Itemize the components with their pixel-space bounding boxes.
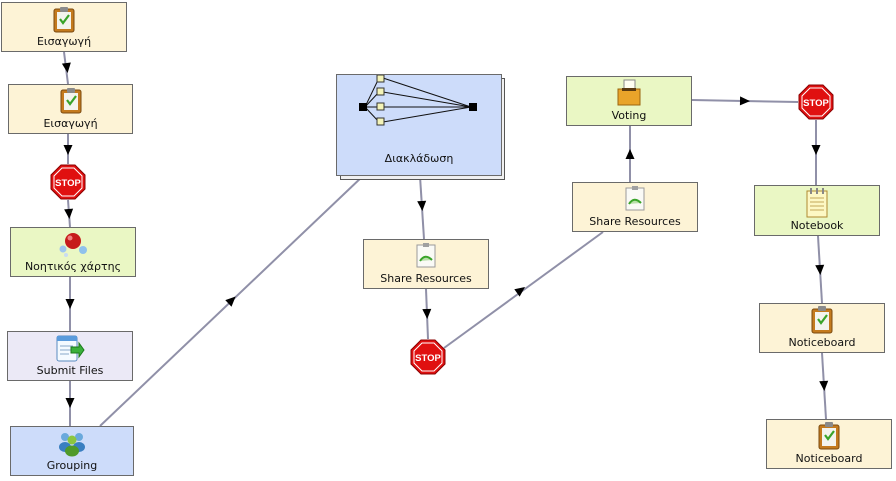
arrowhead xyxy=(422,308,432,319)
activity-label: Noticeboard xyxy=(795,452,863,465)
arrowhead xyxy=(63,145,73,155)
branching-icon xyxy=(357,74,481,134)
edge-voting-stop3 xyxy=(691,96,799,106)
arrowhead xyxy=(815,264,825,275)
activity-share-resources-1[interactable]: Share Resources xyxy=(363,239,489,289)
activity-branching[interactable]: Διακλάδωση xyxy=(336,74,502,176)
arrowhead xyxy=(739,96,750,106)
activity-label: Noticeboard xyxy=(788,336,856,349)
arrowhead xyxy=(225,296,236,307)
activity-noticeboard-1[interactable]: Noticeboard xyxy=(759,303,885,353)
arrowhead xyxy=(65,299,75,309)
activity-label: Notebook xyxy=(790,219,844,232)
group-icon xyxy=(56,429,88,460)
svg-text:STOP: STOP xyxy=(803,98,829,109)
clipboard-icon xyxy=(60,88,82,117)
activity-label: Εισαγωγή xyxy=(36,35,92,48)
activity-label: Εισαγωγή xyxy=(43,117,98,130)
activity-voting[interactable]: Voting xyxy=(566,76,692,126)
arrowhead xyxy=(65,398,75,408)
arrowhead xyxy=(514,287,526,297)
activity-label: Share Resources xyxy=(589,215,681,228)
notebook-icon xyxy=(805,188,829,221)
share-resources-icon xyxy=(414,243,438,272)
activity-notebook[interactable]: Notebook xyxy=(754,185,880,236)
activity-label: Grouping xyxy=(46,459,98,472)
share-resources-icon xyxy=(623,186,647,215)
edge-intro1-intro2 xyxy=(61,51,71,85)
clipboard-icon xyxy=(53,7,75,36)
activity-grouping[interactable]: Grouping xyxy=(10,426,134,476)
edge-mindmap-submit xyxy=(65,277,75,331)
arrowhead xyxy=(811,145,821,155)
arrowhead xyxy=(417,200,427,211)
stop-sign-2[interactable]: STOP xyxy=(410,339,446,378)
arrowhead xyxy=(64,208,74,219)
stop-sign-1[interactable]: STOP xyxy=(50,164,86,203)
edge-share2-voting xyxy=(625,126,635,182)
submit-files-icon xyxy=(55,335,85,366)
edge-stop2-share2 xyxy=(443,231,604,349)
activity-label: Submit Files xyxy=(36,364,104,377)
edge-intro2-stop1 xyxy=(63,134,73,164)
activity-label: Voting xyxy=(611,109,647,122)
edge-notice1-notice2 xyxy=(819,352,829,420)
arrowhead xyxy=(61,62,71,73)
activity-mindmap[interactable]: Νοητικός χάρτης xyxy=(10,227,136,277)
edge-branch-share1 xyxy=(417,175,427,240)
activity-label: Νοητικός χάρτης xyxy=(24,260,122,273)
edge-submit-grouping xyxy=(65,381,75,426)
activity-share-resources-2[interactable]: Share Resources xyxy=(572,182,698,232)
clipboard-icon xyxy=(818,422,840,453)
activity-noticeboard-2[interactable]: Noticeboard xyxy=(766,419,892,469)
activity-intro-2[interactable]: Εισαγωγή xyxy=(8,84,133,134)
edge-stop3-notebook xyxy=(811,120,821,185)
activity-label: Διακλάδωση xyxy=(384,152,454,165)
edge-stop1-mindmap xyxy=(64,199,74,228)
stop-sign-3[interactable]: STOP xyxy=(798,84,834,123)
activity-label: Share Resources xyxy=(380,272,472,285)
mindmap-icon xyxy=(58,230,88,261)
voting-box-icon xyxy=(616,79,642,110)
edge-share1-stop2 xyxy=(422,288,432,340)
edge-notebook-notice1 xyxy=(815,235,825,304)
arrowhead xyxy=(625,149,635,159)
activity-intro-1[interactable]: Εισαγωγή xyxy=(1,2,127,52)
clipboard-icon xyxy=(811,306,833,337)
svg-text:STOP: STOP xyxy=(55,178,81,189)
arrowhead xyxy=(819,380,829,391)
activity-submit-files[interactable]: Submit Files xyxy=(7,331,133,381)
edge-grouping-branch xyxy=(99,174,365,427)
svg-text:STOP: STOP xyxy=(415,353,441,364)
